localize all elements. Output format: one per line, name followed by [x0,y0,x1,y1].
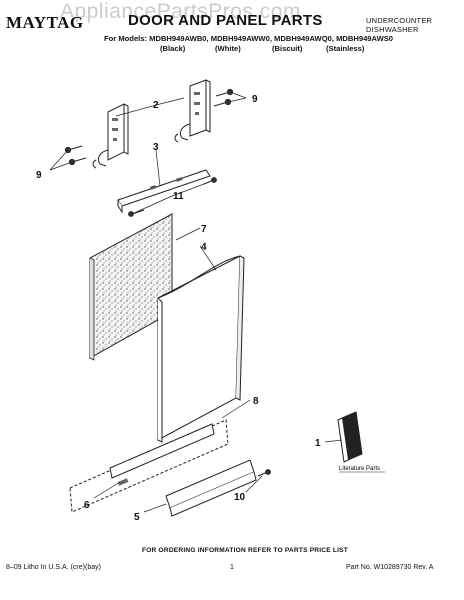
callout-10: 10 [234,492,246,503]
appliance-type-line2: DISHWASHER [366,25,419,34]
callout-2: 2 [153,100,159,111]
variant-biscuit: (Biscuit) [272,44,303,53]
callout-8: 8 [253,396,259,407]
callout-4: 4 [201,242,207,253]
hinge-bracket-right [174,79,211,143]
part-number: Part No. W10289730 Rev. A [346,564,434,571]
page-title: DOOR AND PANEL PARTS [128,12,323,29]
callout-3: 3 [153,142,159,153]
toe-panel-frame [69,419,229,513]
litho-info: 8–09 Litho In U.S.A. (cre)(bay) [6,564,101,571]
callout-9-right: 9 [252,94,258,105]
callout-5: 5 [134,512,140,523]
callout-7: 7 [201,224,207,235]
literature-label: Literature Parts [339,466,380,472]
door-rail [117,169,211,214]
screw-10 [257,469,271,477]
leader-lines [49,91,343,513]
appliance-type-line1: UNDERCOUNTER [366,16,433,25]
models-list: For Models: MDBH949AWB0, MDBH949AWW0, MD… [104,34,394,43]
hinge-bracket-left [92,103,129,169]
variant-stainless: (Stainless) [326,44,365,53]
watermark-text: AppliancePartsPros.com [60,0,301,23]
brand-logo: MAYTAG [6,13,84,32]
insulation-panel [89,213,173,361]
screw-group-9-left [64,145,87,166]
kick-plate [165,459,257,517]
literature-booklet [337,411,363,463]
callout-1: 1 [315,438,321,449]
ordering-note: FOR ORDERING INFORMATION REFER TO PARTS … [142,547,348,554]
callout-9-left: 9 [36,170,42,181]
callout-6: 6 [84,500,90,511]
page-number: 1 [230,564,234,571]
callout-11: 11 [173,191,184,202]
variant-black: (Black) [160,44,186,53]
variant-white: (White) [215,44,241,53]
door-panel [157,255,245,443]
screw-group-9-right [213,88,234,107]
